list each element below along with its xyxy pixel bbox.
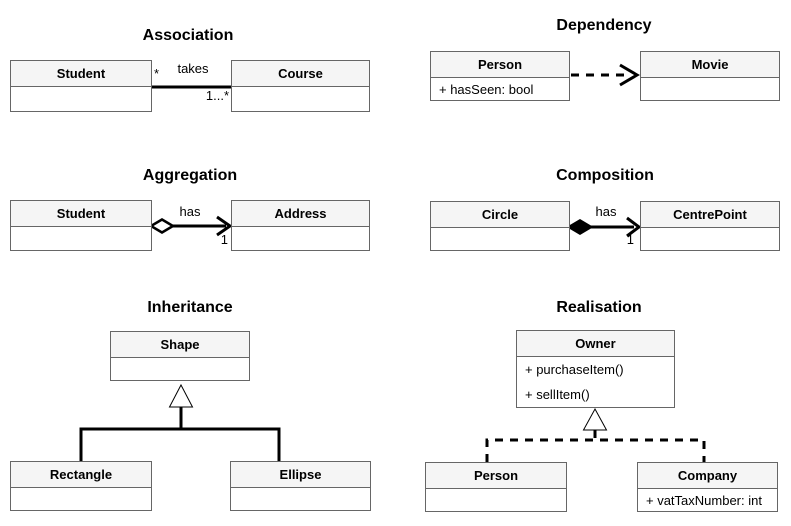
class-body-empty xyxy=(11,227,151,250)
class-box-person-realisation: Person xyxy=(425,462,567,512)
section-title-realisation: Realisation xyxy=(556,299,642,316)
class-box-student-association: Student xyxy=(10,60,152,112)
class-name: Company xyxy=(638,463,777,489)
edge-label-has-aggregation: has xyxy=(179,204,201,219)
class-box-shape: Shape xyxy=(110,331,250,381)
class-body-empty xyxy=(641,228,779,250)
class-body-empty xyxy=(232,87,369,111)
class-member: + purchaseItem() xyxy=(525,362,624,377)
class-name: Rectangle xyxy=(11,462,151,488)
class-body-empty xyxy=(641,78,779,100)
hollow-triangle-icon xyxy=(168,383,194,408)
edge-target-multiplicity-composition: 1 xyxy=(626,232,634,247)
hollow-triangle-icon xyxy=(582,407,608,431)
composition-connector xyxy=(566,216,642,238)
class-body: + hasSeen: bool xyxy=(431,78,569,100)
class-body: + purchaseItem() + sellItem() xyxy=(517,357,674,407)
class-box-ellipse: Ellipse xyxy=(230,461,371,511)
class-body-empty xyxy=(232,227,369,250)
filled-diamond-icon xyxy=(566,219,594,235)
class-member: + vatTaxNumber: int xyxy=(646,492,762,508)
class-name: Circle xyxy=(431,202,569,228)
edge-target-multiplicity-aggregation: 1 xyxy=(220,232,228,247)
class-name: Ellipse xyxy=(231,462,370,488)
section-title-aggregation: Aggregation xyxy=(142,167,238,184)
class-box-rectangle: Rectangle xyxy=(10,461,152,511)
class-name: Student xyxy=(11,61,151,87)
class-name: Student xyxy=(11,201,151,227)
section-title-inheritance: Inheritance xyxy=(147,299,233,316)
class-name: Person xyxy=(426,463,566,489)
open-arrowhead-icon xyxy=(216,215,233,237)
open-diamond-icon xyxy=(148,218,176,234)
class-box-course: Course xyxy=(231,60,370,112)
class-body-empty xyxy=(231,488,370,510)
class-member: + hasSeen: bool xyxy=(439,81,534,97)
section-title-dependency: Dependency xyxy=(556,17,652,34)
class-box-centrepoint: CentrePoint xyxy=(640,201,780,251)
realisation-dashed-branch-lines xyxy=(485,438,706,462)
open-arrowhead-icon xyxy=(619,63,640,87)
section-title-association: Association xyxy=(142,27,234,44)
edge-label-takes: takes xyxy=(177,61,209,76)
section-title-composition: Composition xyxy=(556,167,654,184)
class-box-person-dependency: Person + hasSeen: bool xyxy=(430,51,570,101)
dependency-connector xyxy=(571,63,640,87)
class-body-empty xyxy=(11,87,151,111)
class-box-company: Company + vatTaxNumber: int xyxy=(637,462,778,512)
class-name: Shape xyxy=(111,332,249,358)
class-box-address: Address xyxy=(231,200,370,251)
class-name: Owner xyxy=(517,331,674,357)
edge-source-multiplicity-association: * xyxy=(154,66,160,81)
class-box-owner: Owner + purchaseItem() + sellItem() xyxy=(516,330,675,408)
class-body-empty xyxy=(426,489,566,511)
open-arrowhead-icon xyxy=(626,216,642,238)
aggregation-connector xyxy=(148,215,233,237)
class-body-empty xyxy=(431,228,569,250)
inheritance-connector xyxy=(79,383,281,461)
class-member: + sellItem() xyxy=(525,387,590,402)
class-name: Course xyxy=(232,61,369,87)
class-box-movie: Movie xyxy=(640,51,780,101)
class-name: CentrePoint xyxy=(641,202,779,228)
class-name: Person xyxy=(431,52,569,78)
inheritance-branch-lines xyxy=(79,427,281,461)
class-body-empty xyxy=(111,358,249,380)
class-name: Movie xyxy=(641,52,779,78)
class-box-student-aggregation: Student xyxy=(10,200,152,251)
realisation-connector xyxy=(485,407,706,462)
class-box-circle: Circle xyxy=(430,201,570,251)
edge-label-has-composition: has xyxy=(595,204,617,219)
edge-target-multiplicity-association: 1...* xyxy=(205,88,229,103)
class-body-empty xyxy=(11,488,151,510)
class-name: Address xyxy=(232,201,369,227)
class-body: + vatTaxNumber: int xyxy=(638,489,777,511)
